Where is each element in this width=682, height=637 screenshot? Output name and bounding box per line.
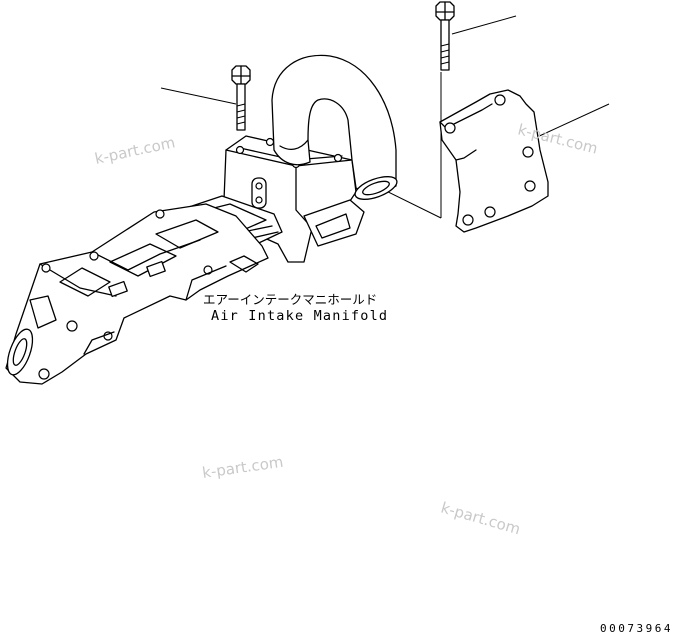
- flange-bolt-hole: [235, 145, 245, 155]
- connector-hole: [66, 320, 78, 332]
- leader-line-bolt-right: [451, 15, 517, 35]
- leader-line-bolt-left: [160, 87, 237, 105]
- side-port-flange: [303, 199, 365, 247]
- watermark-text: k-part.com: [439, 499, 522, 539]
- connector-hole: [41, 263, 51, 273]
- bracket-hole: [524, 180, 536, 192]
- bracket-hole: [444, 122, 456, 134]
- part-label-japanese: エアーインテークマニホールド: [203, 292, 377, 307]
- intake-connector: [5, 203, 269, 385]
- bracket-hole: [484, 206, 496, 218]
- flange-bolt-hole: [265, 137, 275, 147]
- document-number: 00073964: [600, 622, 673, 635]
- bracket-hole: [494, 94, 506, 106]
- watermark-text: k-part.com: [201, 453, 284, 482]
- bolt-right: [435, 1, 455, 71]
- intake-elbow-tube: [271, 54, 398, 200]
- part-label-english: Air Intake Manifold: [211, 308, 388, 324]
- bracket-hole: [462, 214, 474, 226]
- bracket-hole: [522, 146, 534, 158]
- leader-line-bracket: [534, 103, 610, 139]
- mounting-bracket: [439, 89, 549, 233]
- watermark-text: k-part.com: [93, 133, 177, 168]
- flange-bolt-hole: [333, 153, 343, 163]
- connector-hole: [89, 251, 99, 261]
- bolt-left: [231, 65, 251, 131]
- connector-hole: [155, 209, 165, 219]
